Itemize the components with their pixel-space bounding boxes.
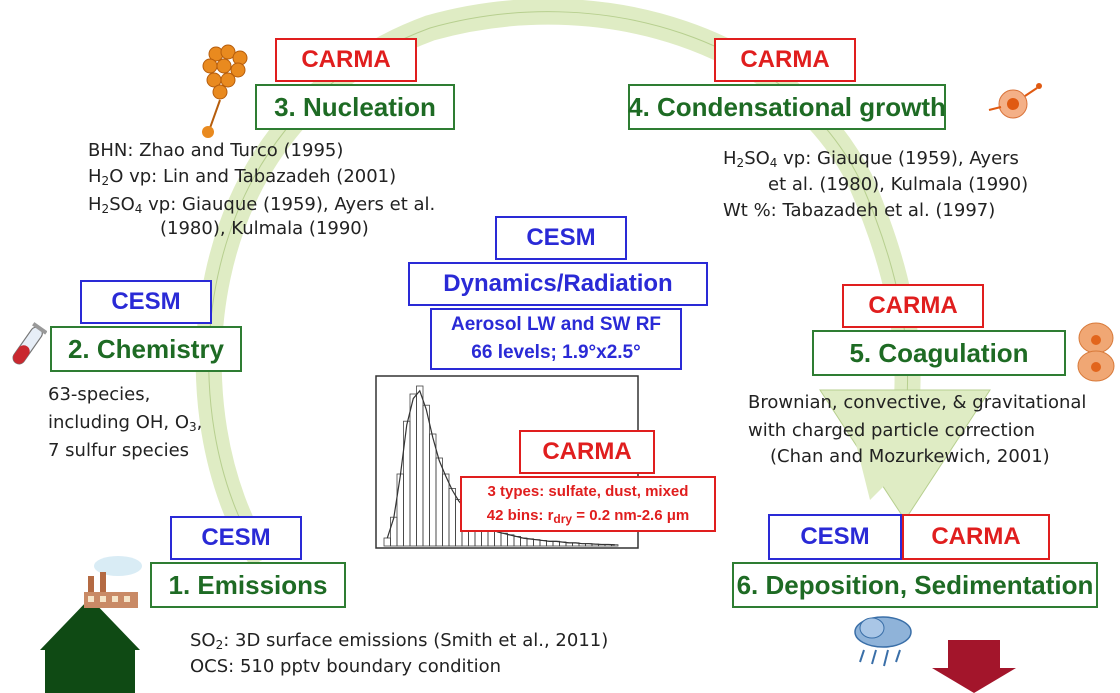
coagulation-carma-tag: CARMA xyxy=(842,284,984,328)
condensation-ref-2: et al. (1980), Kulmala (1990) xyxy=(768,174,1029,195)
chemistry-cesm-tag: CESM xyxy=(80,280,212,324)
condensation-carma-tag: CARMA xyxy=(714,38,856,82)
droplet-growth-icon xyxy=(988,83,1042,119)
rain-cloud-icon xyxy=(854,616,912,667)
nucleation-title: 3. Nucleation xyxy=(274,91,436,122)
carma-details-box: 3 types: sulfate, dust, mixed 42 bins: r… xyxy=(460,476,716,532)
deposition-arrowhead xyxy=(845,400,900,500)
nucleation-ref-2: H2O vp: Lin and Tabazadeh (2001) xyxy=(88,166,397,188)
deposition-cesm-label: CESM xyxy=(800,523,870,550)
emissions-title: 1. Emissions xyxy=(168,569,328,600)
dynamics-box: Dynamics/Radiation xyxy=(408,262,708,306)
center-carma-label: CARMA xyxy=(542,438,632,465)
test-tube-icon xyxy=(12,322,47,365)
coagulating-particles-icon xyxy=(1077,322,1115,382)
down-arrow xyxy=(948,640,1000,670)
coagulation-line-3: (Chan and Mozurkewich, 2001) xyxy=(770,446,1050,467)
center-carma-tag: CARMA xyxy=(519,430,655,474)
deposition-title: 6. Deposition, Sedimentation xyxy=(736,569,1094,600)
nucleation-ref-1: BHN: Zhao and Turco (1995) xyxy=(88,140,344,161)
emissions-cesm-label: CESM xyxy=(201,524,271,551)
dynamics-line-2: 66 levels; 1.9°x2.5° xyxy=(471,342,641,363)
nucleation-step-box: 3. Nucleation xyxy=(255,84,455,130)
nucleation-carma-tag: CARMA xyxy=(275,38,417,82)
chemistry-step-box: 2. Chemistry xyxy=(50,326,242,372)
emissions-step-box: 1. Emissions xyxy=(150,562,346,608)
coagulation-line-2: with charged particle correction xyxy=(748,420,1036,441)
nucleation-ref-3: H2SO4 vp: Giauque (1959), Ayers et al. xyxy=(88,194,436,216)
dynamics-details-box: Aerosol LW and SW RF 66 levels; 1.9°x2.5… xyxy=(430,308,682,370)
deposition-step-box: 6. Deposition, Sedimentation xyxy=(732,562,1098,608)
nucleation-cluster-icon xyxy=(202,44,248,138)
coagulation-carma-label: CARMA xyxy=(868,292,958,319)
emissions-cesm-tag: CESM xyxy=(170,516,302,560)
condensation-ref-1: H2SO4 vp: Giauque (1959), Ayers xyxy=(723,148,1019,170)
deposition-carma-label: CARMA xyxy=(931,523,1021,550)
coagulation-step-box: 5. Coagulation xyxy=(812,330,1066,376)
condensation-step-box: 4. Condensational growth xyxy=(628,84,946,130)
nucleation-ref-4: (1980), Kulmala (1990) xyxy=(160,218,369,239)
chemistry-line-2: including OH, O3, xyxy=(48,412,203,434)
condensation-title: 4. Condensational growth xyxy=(628,91,946,122)
chemistry-line-3: 7 sulfur species xyxy=(48,440,190,461)
emissions-line-1: SO2: 3D surface emissions (Smith et al.,… xyxy=(190,630,609,652)
nucleation-carma-label: CARMA xyxy=(301,46,391,73)
chemistry-line-1: 63-species, xyxy=(48,384,151,405)
center-cesm-tag: CESM xyxy=(495,216,627,260)
dynamics-title: Dynamics/Radiation xyxy=(443,270,673,297)
factory-icon xyxy=(84,556,142,608)
carma-line-1: 3 types: sulfate, dust, mixed xyxy=(487,483,689,500)
condensation-ref-3: Wt %: Tabazadeh et al. (1997) xyxy=(723,200,996,221)
coagulation-line-1: Brownian, convective, & gravitational xyxy=(748,392,1087,413)
emissions-line-2: OCS: 510 pptv boundary condition xyxy=(190,656,502,677)
deposition-cesm-tag: CESM xyxy=(768,514,902,560)
histogram-fit-curve xyxy=(386,389,615,546)
deposition-carma-tag: CARMA xyxy=(902,514,1050,560)
center-cesm-label: CESM xyxy=(526,224,596,251)
condensation-carma-label: CARMA xyxy=(740,46,830,73)
carma-line-2: 42 bins: rdry = 0.2 nm-2.6 μm xyxy=(486,507,690,526)
chemistry-cesm-label: CESM xyxy=(111,288,181,315)
dynamics-line-1: Aerosol LW and SW RF xyxy=(450,314,662,335)
chemistry-title: 2. Chemistry xyxy=(67,333,225,364)
coagulation-title: 5. Coagulation xyxy=(849,337,1029,368)
